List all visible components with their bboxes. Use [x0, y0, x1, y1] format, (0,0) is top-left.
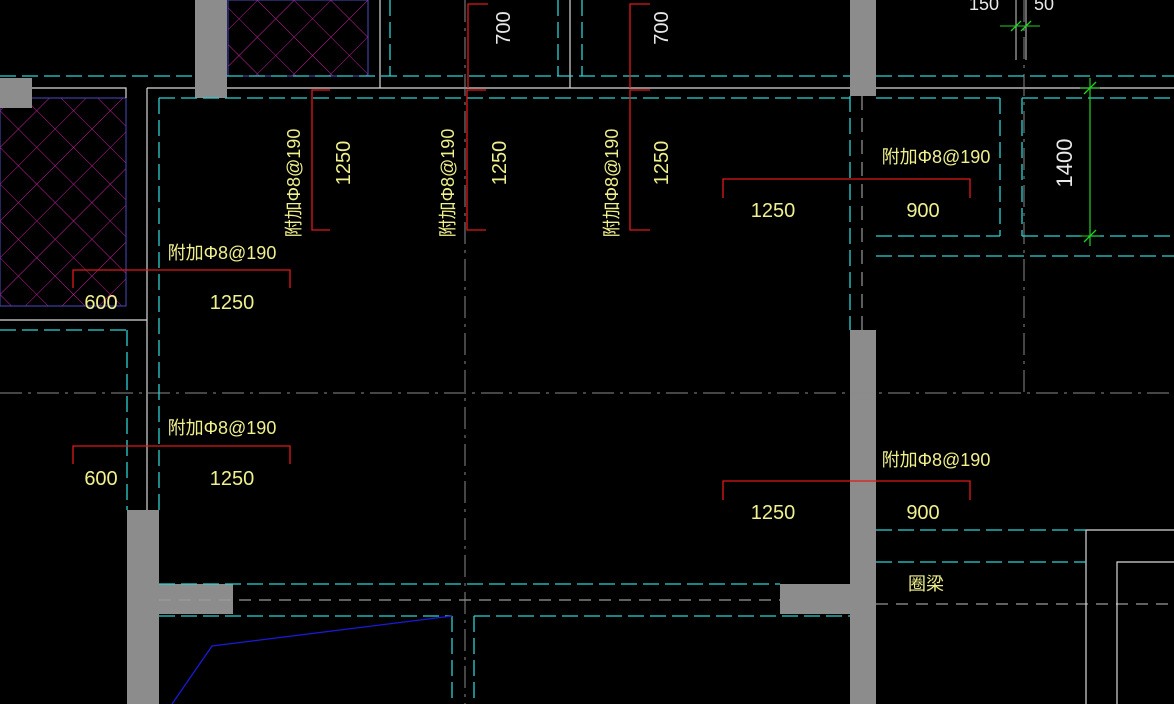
- rebar-v2-spec: 附加Φ8@190: [438, 129, 458, 238]
- ring-beam-label: 圈梁: [908, 574, 944, 594]
- dim-150: 150: [969, 0, 999, 14]
- rebar-top-a: [467, 3, 488, 88]
- dim-700-a: 700: [493, 11, 515, 44]
- rebar-h-right-bottom-spec: 附加Φ8@190: [882, 450, 991, 470]
- rebar-h-right-top-right: 900: [906, 200, 939, 222]
- blue-line: [171, 615, 453, 704]
- rebar-v2: 附加Φ8@190 1250: [438, 89, 511, 238]
- wall-bottom-right: [780, 584, 876, 614]
- dim-1400-group: 1400: [1052, 78, 1100, 246]
- rebar-h-right-top-left: 1250: [751, 200, 796, 222]
- hatched-area-top: [228, 0, 368, 76]
- rebar-h-right-top: 附加Φ8@190 1250 900: [722, 147, 991, 222]
- wall-right-top: [850, 0, 876, 96]
- hatched-area-left-border: [0, 97, 127, 307]
- rebar-h-left-top-spec: 附加Φ8@190: [168, 243, 277, 263]
- rebar-h-right-bottom-right: 900: [906, 502, 939, 524]
- rebar-h-right-bottom-left: 1250: [751, 502, 796, 524]
- rebar-top-b: [629, 3, 650, 88]
- rebar-v1: 附加Φ8@190 1250: [284, 89, 355, 238]
- rebar-h-right-bottom: 附加Φ8@190 1250 900: [722, 450, 991, 524]
- hatched-area-left: [0, 98, 126, 306]
- dim-700-b: 700: [651, 11, 673, 44]
- rebar-h-left-top-right: 1250: [210, 292, 255, 314]
- dim-1400: 1400: [1052, 139, 1077, 188]
- wall-bottom-left: [127, 584, 233, 614]
- top-dimension: 150 50: [969, 0, 1054, 60]
- rebar-h-left-bottom: 附加Φ8@190 600 1250: [72, 418, 291, 490]
- rebar-v1-spec: 附加Φ8@190: [284, 129, 304, 238]
- rebar-v3-spec: 附加Φ8@190: [602, 129, 622, 238]
- rebar-h-right-top-spec: 附加Φ8@190: [882, 147, 991, 167]
- rebar-h-left-top: 附加Φ8@190 600 1250: [72, 243, 291, 314]
- rebar-v1-len: 1250: [333, 141, 355, 186]
- walls: [0, 0, 876, 704]
- wall-left-corner: [0, 78, 32, 108]
- rebar-h-left-bottom-spec: 附加Φ8@190: [168, 418, 277, 438]
- rebar-h-left-top-left: 600: [84, 292, 117, 314]
- wall-right-column: [850, 330, 876, 704]
- rebar-v3: 附加Φ8@190 1250: [602, 89, 673, 238]
- rebar-h-left-bottom-left: 600: [84, 468, 117, 490]
- rebar-v3-len: 1250: [651, 141, 673, 186]
- rebar-v2-len: 1250: [489, 141, 511, 186]
- dim-50: 50: [1034, 0, 1054, 14]
- rebar-h-left-bottom-right: 1250: [210, 468, 255, 490]
- wall-top-stub: [195, 0, 227, 98]
